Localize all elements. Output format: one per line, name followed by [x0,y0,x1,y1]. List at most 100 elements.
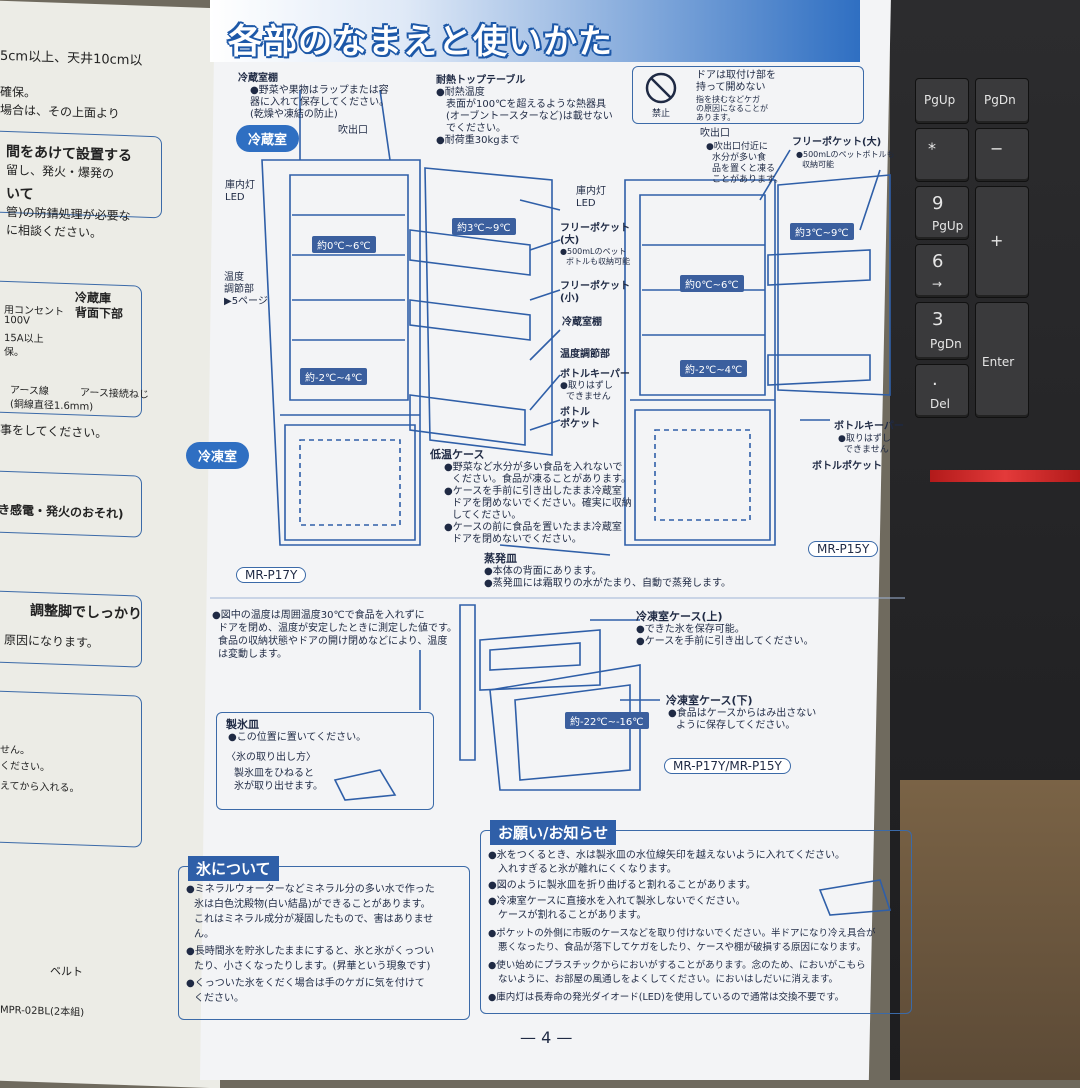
key-label: 3 [932,309,944,330]
temperature-note: 食品の収納状態やドアの開け閉めなどにより、温度 [218,636,448,647]
heat-table-label: 耐熱トップテーブル [436,75,526,86]
low-temp-case-note: ください。食品が凍ることがあります。 [452,474,631,485]
temperature-note: は変動します。 [218,649,287,660]
warning-note: の原因になることが [696,104,768,113]
section-freezer-badge: 冷凍室 [186,442,250,469]
warning-note: 指を挟むなどケガ [696,95,760,104]
notice-line: ケースが割れることがあります。 [498,910,647,921]
free-pocket-large-label: フリーポケット [560,223,630,234]
free-pocket-large-note: ●500mLのペット [560,247,627,256]
key-plus[interactable]: + [975,186,1029,298]
temperature-note: ●図中の温度は周囲温度30℃で食品を入れずに [212,610,425,621]
header-bar [210,0,860,62]
bottle-pocket-label-right: ボトルポケット [812,461,882,472]
ice-section-line: ●長時間氷を貯氷したままにすると、氷と氷がくっつい [186,946,435,957]
outlet-note: 品を置くと凍る [712,164,776,174]
ice-section-line: これはミネラル成分が凝固したもので、害はありませ [194,914,434,925]
lamp-label: 庫内灯 [225,180,255,191]
key-pgdn[interactable]: PgDn [975,78,1029,124]
freezer-lower-note: ●食品はケースからはみ出さない [668,708,817,719]
ice-section-line: ●くっついた氷をくだく場合は手のケガに気を付けて [186,978,425,989]
ice-section-title: 氷について [188,856,279,881]
bottle-keeper-note: できません [566,392,611,402]
freezer-lower-label: 冷凍室ケース(下) [666,694,753,707]
bottle-keeper-label-right: ボトルキーパー [834,421,904,432]
heat-table-note: ●耐荷重30kgまで [436,135,520,146]
fridge-shelf-note: (乾燥や凍結の防止) [250,109,338,120]
temp-badge: 約-2℃~4℃ [300,368,368,385]
temp-badge: 約-2℃~4℃ [680,360,748,377]
free-pocket-large-note: ボトルも収納可能 [566,257,630,266]
temperature-note: ドアを閉め、温度が安定したときに測定した値です。 [218,623,457,634]
desk-surface [900,780,1080,1080]
key-label: → [932,277,943,291]
notice-line: ●氷をつくるとき、水は製氷皿の水位線矢印を越えないように入れてください。 [488,850,846,861]
key-label: 9 [932,193,944,214]
notice-line: ないように、お部屋の風通しをよくしてください。においはしだいに消えます。 [498,974,839,985]
key-multiply[interactable]: * [915,128,969,182]
freezer-upper-note: ●ケースを手前に引き出してください。 [636,636,814,647]
ice-section-box [178,866,470,1020]
fridge-shelf-label: 冷蔵室棚 [238,73,278,84]
evap-tray-note: ●本体の背面にあります。 [484,566,602,577]
outlet-note: ●吹出口付近に [706,142,768,152]
key-label: − [990,139,1004,158]
bottle-pocket-label: ポケット [560,419,600,430]
temp-control-label: 温度 [224,272,244,283]
key-del[interactable]: .Del [915,364,969,418]
temp-badge: 約0℃~6℃ [312,236,376,253]
key-label: 6 [932,251,944,272]
low-temp-case-note: ドアを閉めないでください。確実に収納 [452,498,632,509]
evap-tray-note: ●蒸発皿には霜取りの水がたまり、自動で蒸発します。 [484,578,732,589]
model-label-left: MR-P17Y [236,567,307,583]
key-label: PgDn [930,337,962,351]
key-minus[interactable]: − [975,128,1029,182]
key-enter[interactable]: Enter [975,302,1029,418]
ice-section-line: ん。 [194,929,214,940]
ice-tray-note: ●この位置に置いてください。 [228,732,367,743]
evap-tray-label: 蒸発皿 [484,552,517,565]
fridge-shelf-label-2: 冷蔵室棚 [562,317,602,328]
free-pocket-large-label-right: フリーポケット(大) [792,137,882,148]
freezer-model-label: MR-P17Y/MR-P15Y [664,758,791,774]
notice-line: ●ポケットの外側に市販のケースなどを取り付けないでください。半ドアになり冷え具合… [488,928,876,939]
free-pocket-small-label: フリーポケット [560,281,630,292]
key-label: + [990,231,1004,250]
ice-section-line: たり、小さくなったりします。(昇華という現象です) [194,961,431,972]
free-pocket-large-note-right: ●500mLのペットボトルも [796,150,895,159]
fridge-shelf-note: ●野菜や果物はラップまたは容 [250,85,389,96]
freezer-upper-label: 冷凍室ケース(上) [636,610,723,623]
outlet-note: 水分が多い食 [712,153,767,163]
key-label: PgUp [924,93,956,107]
key-6[interactable]: 6→ [915,244,969,298]
ice-tray-label: 製氷皿 [226,718,259,731]
bottle-keeper-note: ●取りはずし [560,381,613,391]
free-pocket-small-label: (小) [560,293,580,304]
heat-table-note: でください。 [446,123,506,134]
model-label-right: MR-P15Y [808,541,879,557]
heat-table-note: 表面が100℃を超えるような熱器具 [446,99,607,110]
notice-section-box [480,830,912,1014]
warning-note: 持って開めない [696,82,766,93]
lamp-label: LED [225,192,245,203]
low-temp-case-note: ●野菜など水分が多い食品を入れないで [444,462,623,473]
freezer-temp-badge: 約-22℃~-16℃ [565,712,649,729]
warning-box [632,66,864,124]
bottle-pocket-label: ボトル [560,407,590,418]
ice-tray-how: 氷が取り出せます。 [234,781,323,792]
bottle-keeper-note-right: できません [844,445,889,455]
bottle-keeper-note-right: ●取りはずし [838,434,891,444]
notice-line: ●図のように製氷皿を折り曲げると割れることがあります。 [488,880,756,891]
low-temp-case-note: ドアを閉めないでください。 [452,534,582,545]
outlet-label-right: 吹出口 [700,128,730,139]
free-pocket-large-note-right: 収納可能 [802,160,834,169]
warning-note: ドアは取付け部を [696,70,776,81]
notice-line: 入れすぎると氷が離れにくくなります。 [498,864,677,875]
temp-control-label: ▶5ページ [224,296,268,307]
notice-line: ●使い始めにプラスチックからにおいがすることがあります。念のため、においがこもら [488,960,866,971]
ice-section-line: ●ミネラルウォーターなどミネラル分の多い水で作った [186,884,435,895]
key-label: Enter [982,355,1015,369]
key-pgup[interactable]: PgUp [915,78,969,124]
